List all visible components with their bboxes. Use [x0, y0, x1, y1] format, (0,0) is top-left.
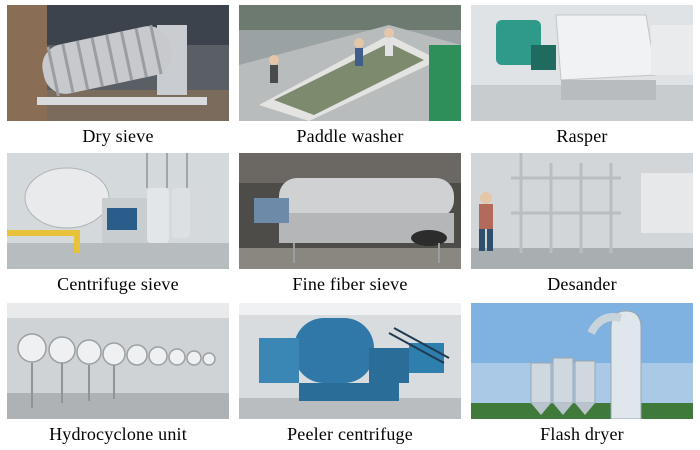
centrifuge-sieve-photo — [7, 153, 229, 269]
peeler-centrifuge-photo — [239, 303, 461, 419]
rasper-photo — [471, 5, 693, 121]
equipment-card-fine-fiber-sieve: Fine fiber sieve — [239, 153, 461, 298]
desander-photo — [471, 153, 693, 269]
dry-sieve-photo — [7, 5, 229, 121]
flash-dryer-photo — [471, 303, 693, 419]
equipment-card-desander: Desander — [471, 153, 693, 298]
flash-dryer-caption: Flash dryer — [540, 424, 624, 444]
fine-fiber-sieve-caption: Fine fiber sieve — [292, 274, 408, 294]
equipment-card-peeler-centrifuge: Peeler centrifuge — [239, 303, 461, 448]
paddle-washer-photo — [239, 5, 461, 121]
equipment-card-paddle-washer: Paddle washer — [239, 5, 461, 150]
equipment-card-rasper: Rasper — [471, 5, 693, 150]
fine-fiber-sieve-photo — [239, 153, 461, 269]
equipment-card-dry-sieve: Dry sieve — [7, 5, 229, 150]
dry-sieve-caption: Dry sieve — [82, 126, 154, 146]
paddle-washer-caption: Paddle washer — [296, 126, 404, 146]
desander-caption: Desander — [547, 274, 617, 294]
hydrocyclone-unit-photo — [7, 303, 229, 419]
equipment-card-centrifuge-sieve: Centrifuge sieve — [7, 153, 229, 298]
peeler-centrifuge-caption: Peeler centrifuge — [287, 424, 413, 444]
hydrocyclone-unit-caption: Hydrocyclone unit — [49, 424, 187, 444]
equipment-card-hydrocyclone-unit: Hydrocyclone unit — [7, 303, 229, 448]
equipment-card-flash-dryer: Flash dryer — [471, 303, 693, 448]
centrifuge-sieve-caption: Centrifuge sieve — [57, 274, 179, 294]
rasper-caption: Rasper — [556, 126, 608, 146]
